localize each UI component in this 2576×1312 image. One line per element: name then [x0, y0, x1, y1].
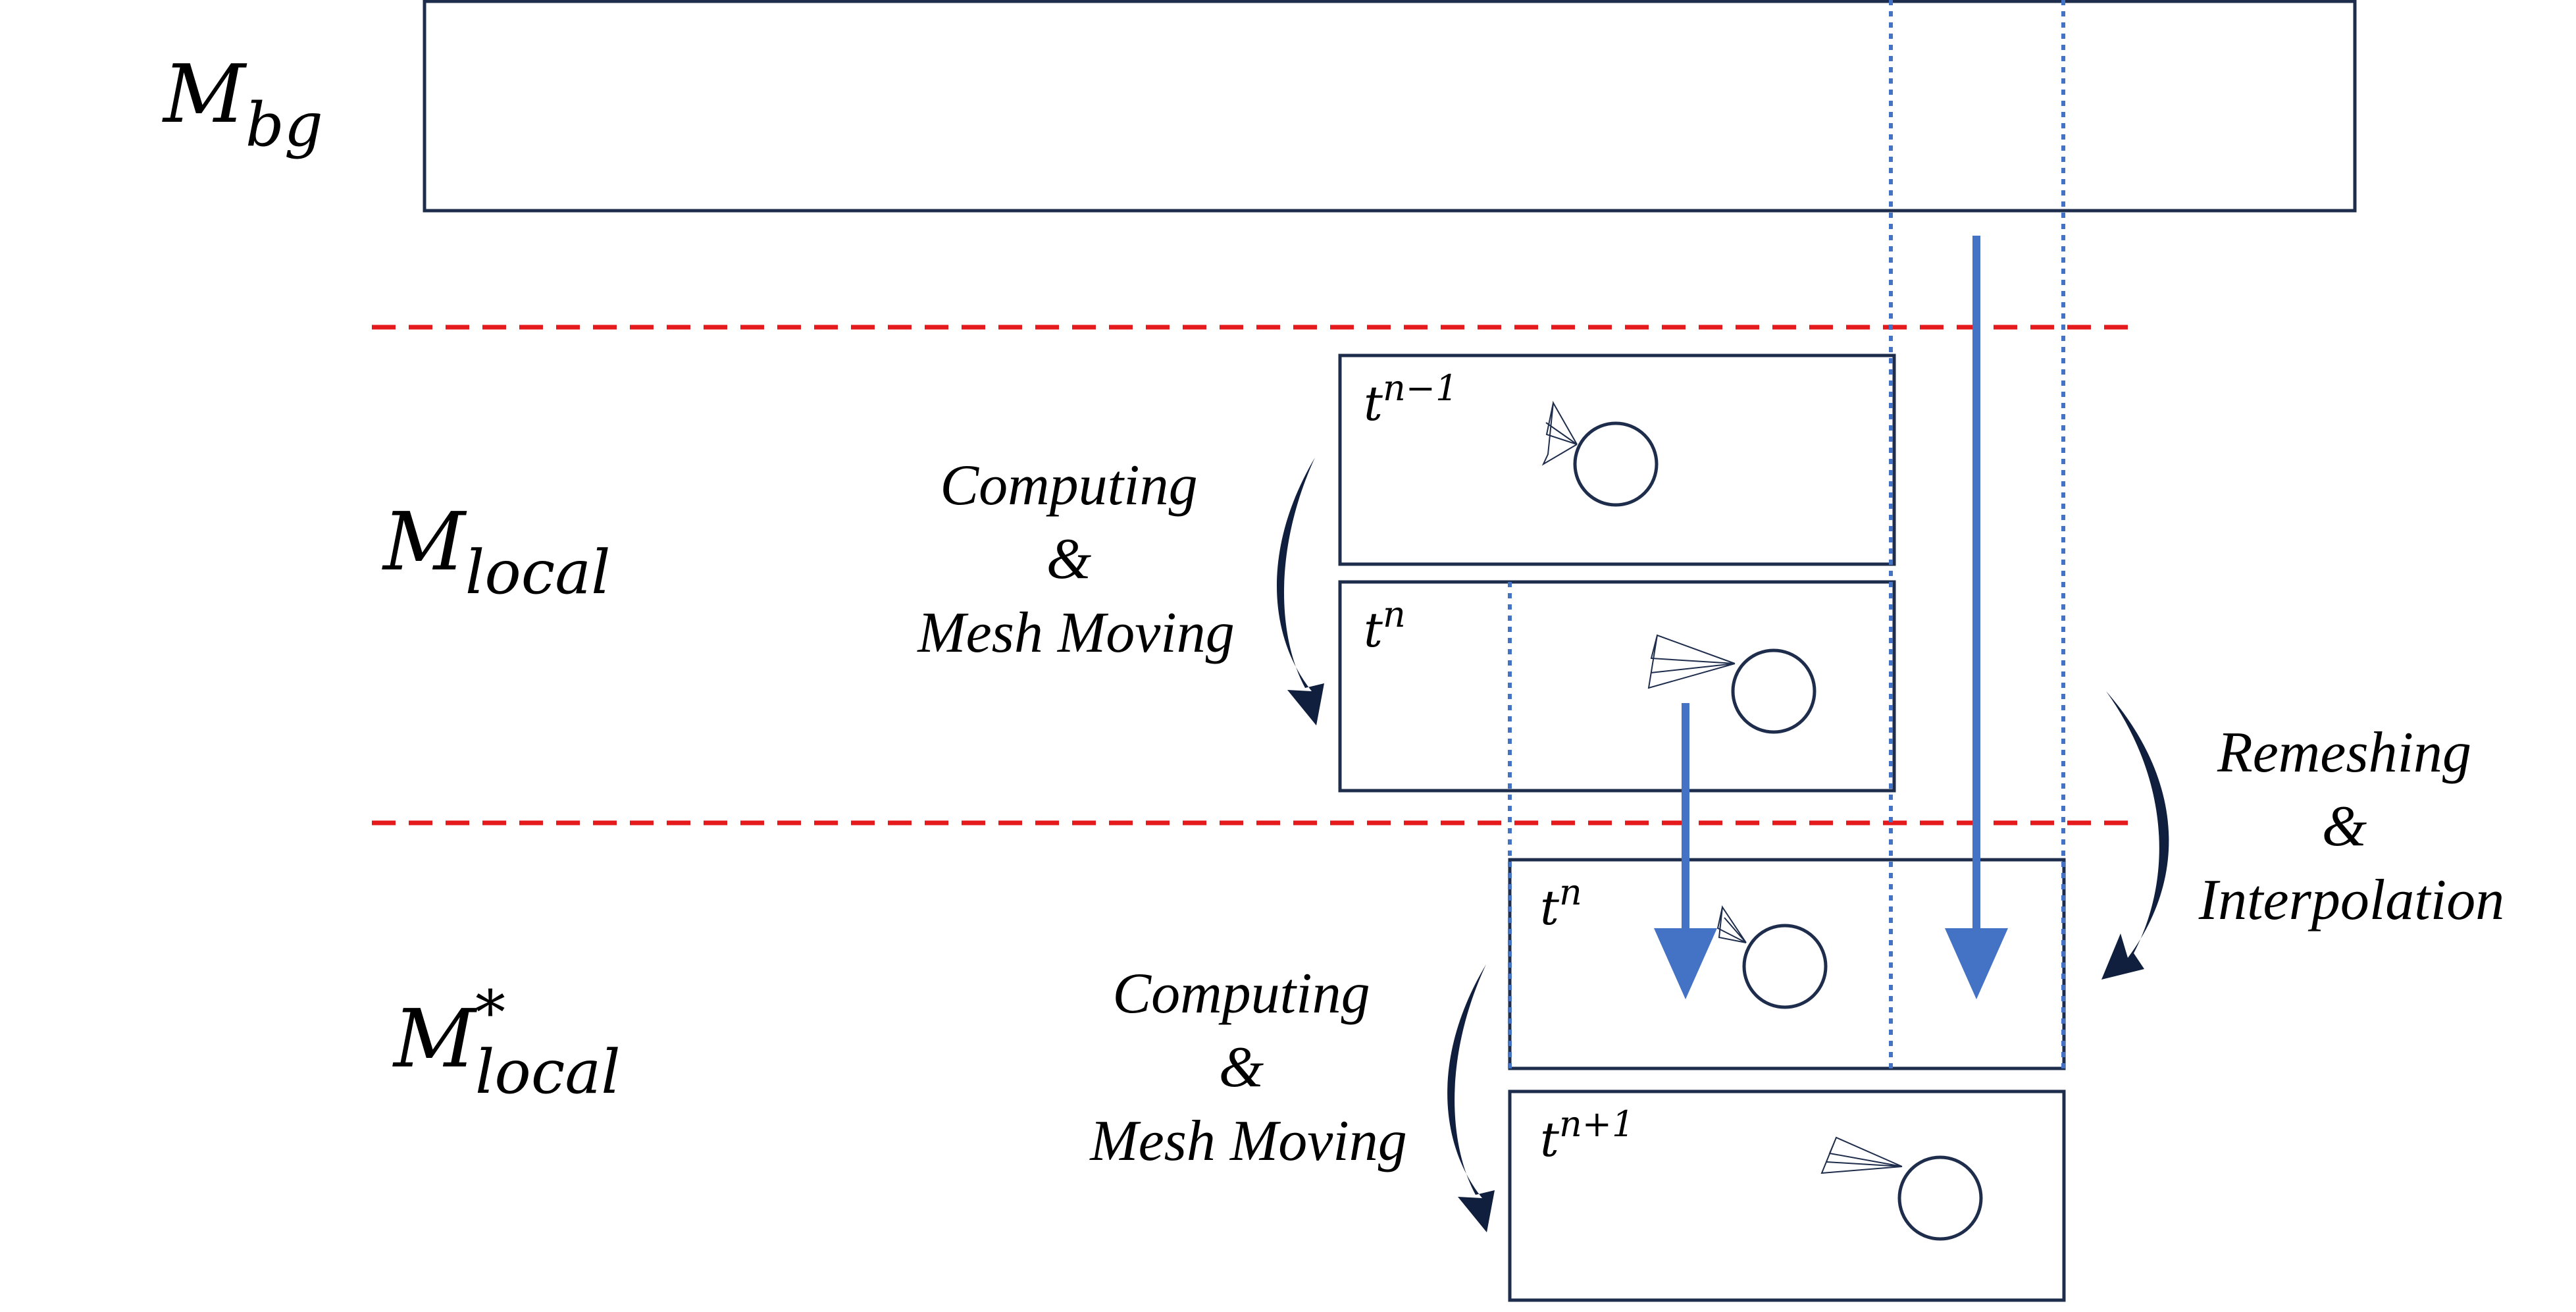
body-circle-star-next [1897, 1155, 1983, 1241]
frame-label-curr: tn [1364, 594, 1406, 658]
frame-label-star-next: tn+1 [1540, 1103, 1634, 1167]
body-circle-curr [1731, 648, 1816, 734]
body-wedge-curr [1647, 634, 1736, 689]
body-wedge-prev [1541, 400, 1578, 466]
body-glyph-star-curr [1716, 905, 1828, 1009]
star-frame-next [1508, 1089, 2066, 1302]
projection-guides [1508, 0, 2065, 1068]
process-arrow-compute-2 [1447, 964, 1495, 1232]
body-glyph-curr [1647, 634, 1816, 734]
body-circle-prev [1573, 421, 1659, 507]
body-wedge-star-next [1820, 1136, 1903, 1174]
label-mesh-local: Mlocal [382, 495, 611, 608]
background-mesh-frame [423, 0, 2357, 213]
process-arrow-remesh [2101, 691, 2169, 980]
process-arrow-compute-1 [1276, 458, 1324, 725]
body-glyph-prev [1541, 400, 1659, 507]
label-mesh-local-star: M*local [392, 978, 621, 1107]
frame-label-star-curr: tn [1540, 872, 1582, 935]
local-frame-prev [1338, 354, 1896, 566]
note-compute-move-2: Computing & Mesh Moving [1089, 962, 1406, 1173]
local-frame-curr [1338, 580, 1896, 793]
body-wedge-star-curr [1716, 905, 1747, 943]
process-arrows [1276, 458, 2169, 1232]
star-frame-curr [1508, 858, 2066, 1070]
frame-label-prev: tn−1 [1364, 367, 1458, 431]
body-circle-star-curr [1742, 924, 1828, 1009]
note-compute-move-1: Computing & Mesh Moving [916, 454, 1234, 665]
body-glyph-star-next [1820, 1136, 1983, 1241]
label-mesh-bg: Mbg [162, 47, 323, 160]
note-remesh-interp: Remeshing & Interpolation [2198, 721, 2504, 932]
